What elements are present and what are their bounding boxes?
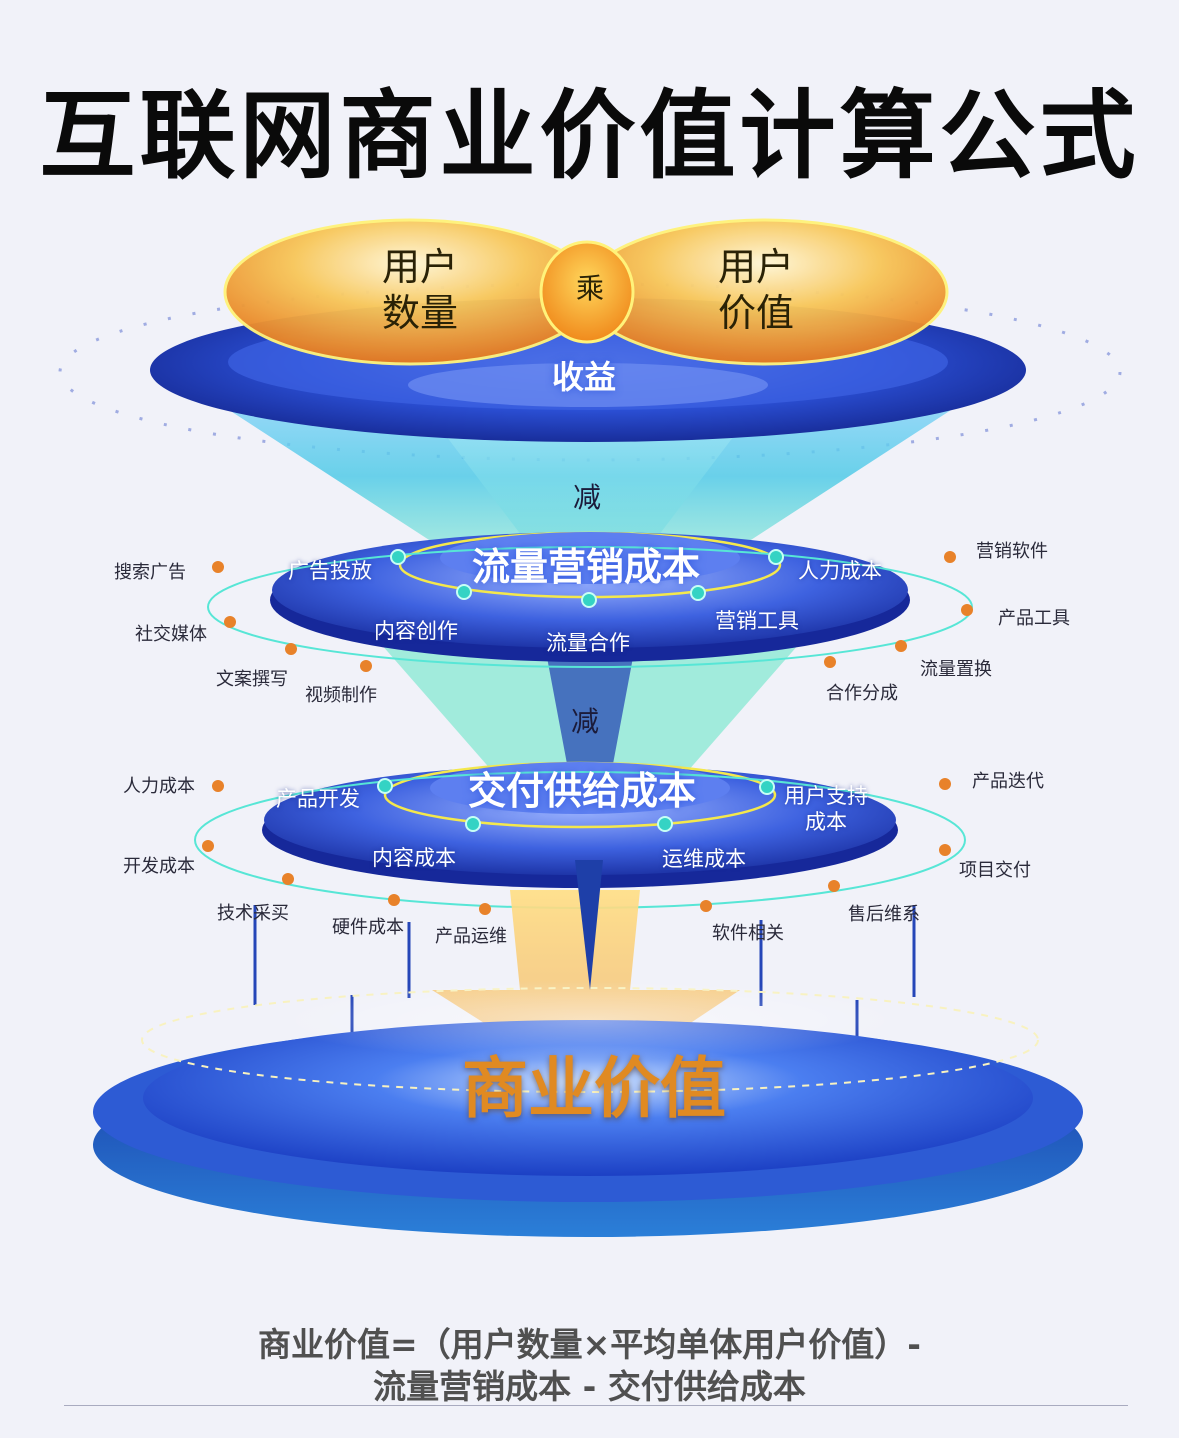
tier2-title: 交付供给成本 <box>468 769 697 813</box>
base-dashed-ring <box>141 987 1039 1093</box>
tier1-inner-label: 流量合作 <box>546 631 630 655</box>
tier1-disk <box>272 532 908 648</box>
tier2-outer-dots <box>202 778 951 915</box>
tier2-outer-label: 项目交付 <box>959 860 1031 881</box>
tier2-outer-label: 售后维系 <box>848 904 920 925</box>
tier1-outer-label: 社交媒体 <box>135 624 207 645</box>
top-disk-center <box>408 363 768 407</box>
multiply-operator: 乘 <box>575 272 604 305</box>
tier1-inner-label: 营销工具 <box>715 609 799 633</box>
user-value-label: 用户 价值 <box>717 245 794 335</box>
tier2-outer-label: 软件相关 <box>712 923 784 944</box>
tier1-title: 流量营销成本 <box>472 545 701 589</box>
base-glow <box>270 980 910 1060</box>
tier2-outer-label: 硬件成本 <box>332 917 404 938</box>
tier1-outer-label: 搜索广告 <box>114 562 186 583</box>
tier1-inner-label: 内容创作 <box>374 619 458 643</box>
tier2-nodes <box>377 778 775 832</box>
tick-ring <box>58 282 1122 462</box>
multiply-overlap <box>539 240 635 344</box>
tier2-inner-label: 运维成本 <box>662 847 746 871</box>
tier1-inner-label: 广告投放 <box>288 559 372 583</box>
tier1-outer-label: 营销软件 <box>976 541 1048 562</box>
tier1-outer-dots <box>212 551 973 672</box>
tier2-outer-label: 技术采买 <box>217 903 289 924</box>
base-title: 商业价值 <box>462 1050 726 1127</box>
tier1-nodes <box>390 549 784 608</box>
formula-line-1: 商业价值=（用户数量×平均单体用户价值）- <box>258 1325 921 1364</box>
base-mid <box>143 1020 1033 1176</box>
page-title: 互联网商业价值计算公式 <box>39 80 1140 192</box>
tier1-outer-label: 产品工具 <box>998 608 1070 629</box>
tier2-inner-label: 用户支持 成本 <box>784 784 868 834</box>
tier1-outer-label: 视频制作 <box>305 685 377 706</box>
tier2-disk <box>264 765 896 875</box>
tier1-inner-label: 人力成本 <box>798 559 882 583</box>
tier1-core <box>440 532 740 584</box>
tier2-outer-label: 产品运维 <box>435 926 507 947</box>
tier1-outer-label: 流量置换 <box>920 659 992 680</box>
tier2-inner-label: 内容成本 <box>372 846 456 870</box>
user-count-label: 用户 数量 <box>381 245 458 335</box>
formula-line-2: 流量营销成本 - 交付供给成本 <box>373 1367 806 1406</box>
revenue-label: 收益 <box>552 358 617 396</box>
arrow-spike <box>575 860 603 990</box>
tier1-outer-label: 文案撰写 <box>216 669 288 690</box>
tier2-outer-label: 开发成本 <box>123 856 195 877</box>
tier1-outer-label: 合作分成 <box>826 683 898 704</box>
tier2-outer-label: 产品迭代 <box>972 771 1044 792</box>
tier2-inner-label: 产品开发 <box>276 787 360 811</box>
minus-label-1: 减 <box>573 481 602 514</box>
minus-label-2: 减 <box>571 705 600 738</box>
tier2-core <box>430 762 730 814</box>
bottom-divider <box>64 1405 1128 1406</box>
tier2-outer-label: 人力成本 <box>123 776 195 797</box>
